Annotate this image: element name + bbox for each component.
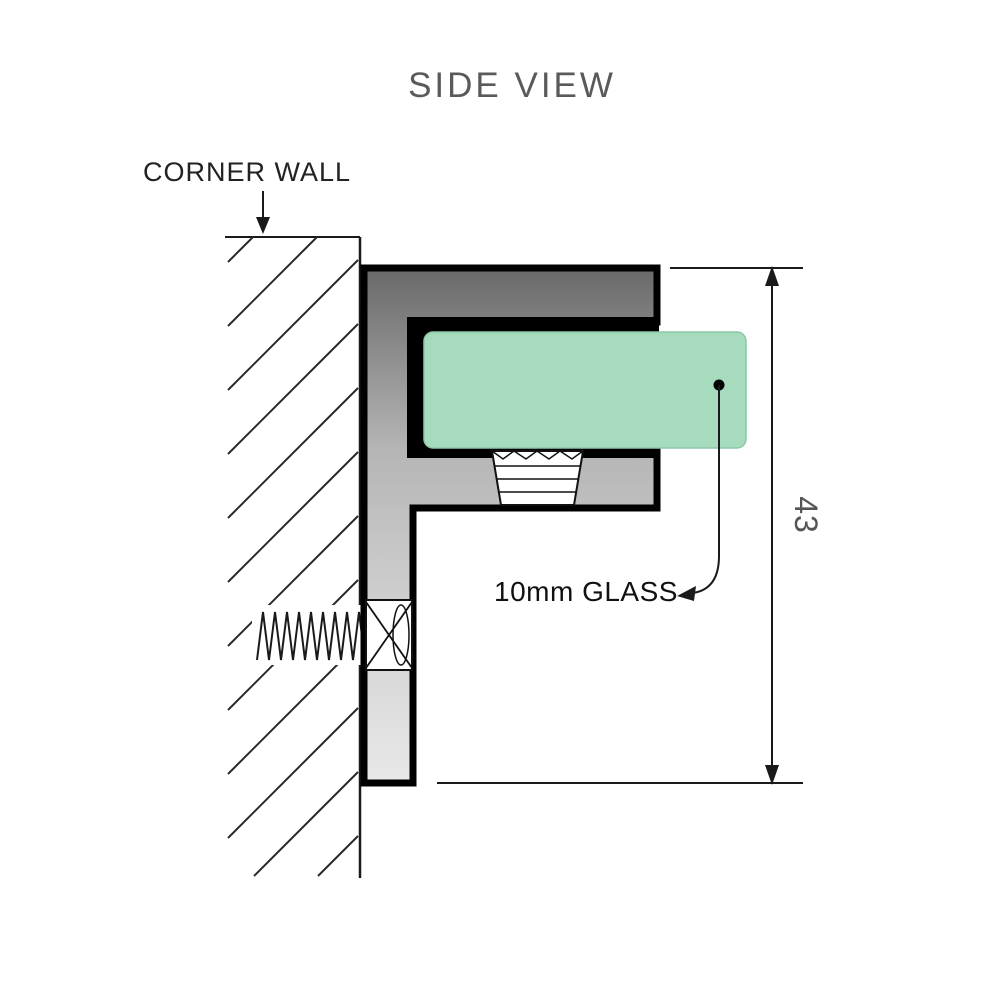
grub-screw (490, 450, 585, 506)
glass-label: 10mm GLASS (494, 576, 678, 607)
screw-head-cross-line (365, 601, 413, 669)
dimension-arrow-down-icon (765, 765, 779, 785)
screw-head-ellipse (392, 604, 410, 666)
wall-screw-head (365, 599, 413, 671)
wall (225, 236, 362, 878)
glass-panel (423, 331, 747, 449)
screw-thread (256, 611, 366, 661)
corner-wall-label: CORNER WALL (143, 157, 351, 187)
grub-screw-body (490, 450, 585, 506)
leader-line (692, 385, 720, 594)
leader-arrowhead-icon (677, 586, 696, 601)
glass-leader: 10mm GLASS (494, 379, 725, 607)
wall-hatching (227, 236, 359, 877)
page-title: SIDE VIEW (408, 66, 616, 105)
wall-screw (252, 605, 366, 665)
corner-wall-annotation: CORNER WALL (143, 157, 351, 234)
dimension-value: 43 (788, 496, 824, 534)
grub-screw-serration (491, 450, 584, 460)
dimension-43: 43 (437, 266, 824, 785)
corner-wall-arrowhead-icon (256, 217, 270, 234)
dimension-arrow-up-icon (765, 266, 779, 286)
